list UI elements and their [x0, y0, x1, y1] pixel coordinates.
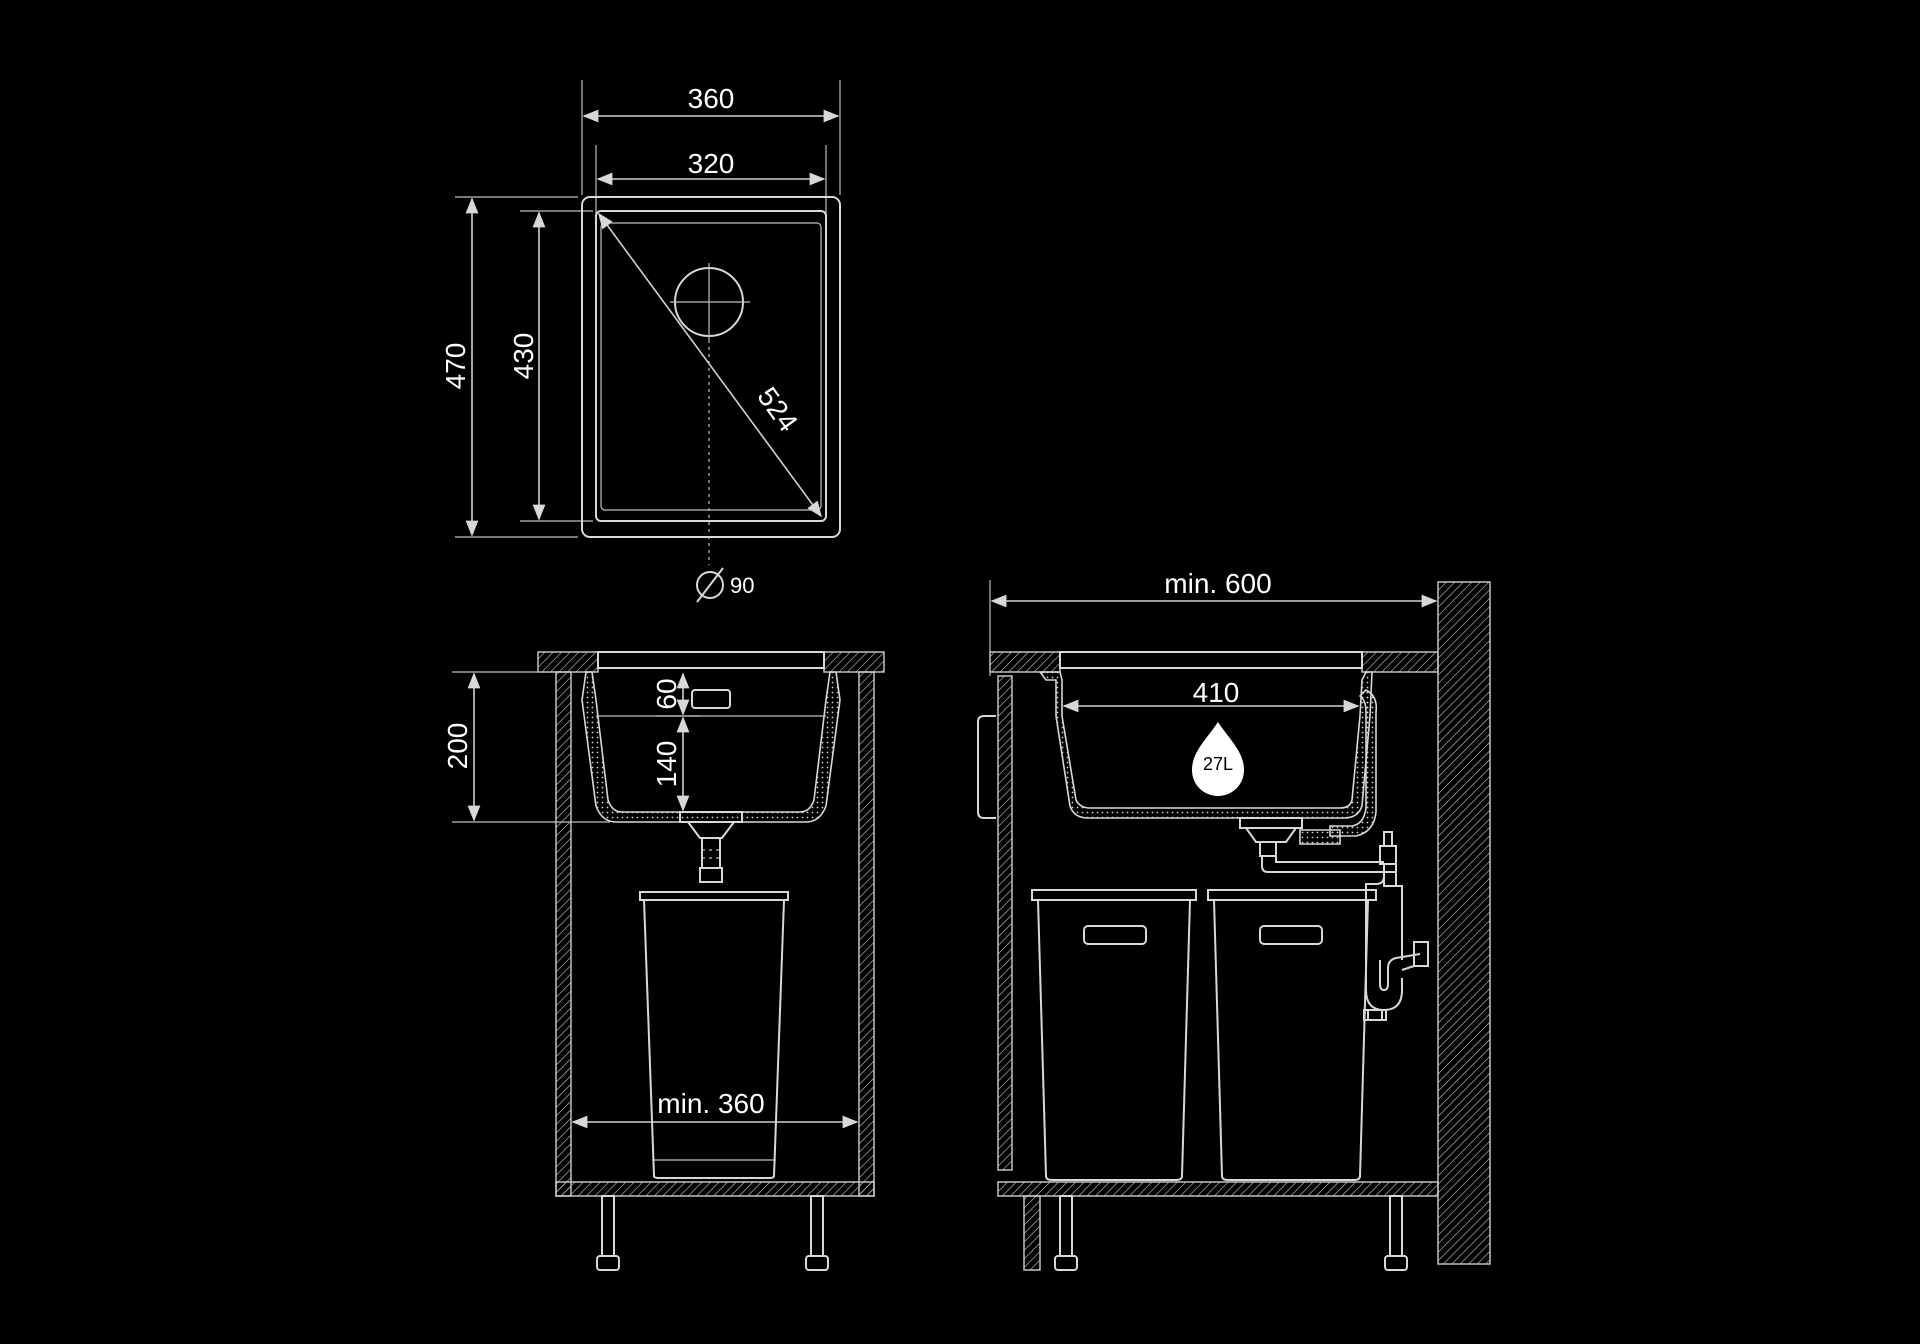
bowl-width-label: 410 — [1193, 677, 1240, 708]
side-cabinet-front-panel — [997, 675, 1013, 1171]
front-sink-bowl — [581, 671, 841, 823]
diagonal-label: 524 — [751, 381, 804, 437]
side-sink-bowl — [1038, 671, 1373, 819]
depth-430-label: 430 — [508, 333, 539, 380]
side-cabinet-bottom — [997, 1181, 1439, 1197]
front-cabinet-left-wall — [555, 671, 572, 1197]
drain-diameter-label: 90 — [730, 573, 754, 598]
front-countertop-left — [537, 651, 599, 673]
side-min-width-label: min. 600 — [1164, 568, 1271, 599]
top-view: 360 320 470 430 524 90 — [440, 80, 841, 603]
overflow-slot — [691, 689, 731, 709]
side-wall — [1437, 581, 1491, 1265]
front-cabinet-legs — [596, 1195, 829, 1271]
front-min-width-label: min. 360 — [657, 1088, 764, 1119]
height-200-label: 200 — [442, 723, 473, 770]
door-handle — [977, 715, 996, 819]
front-section: 200 60 140 min. 360 — [442, 651, 885, 1271]
side-waste-bin-right — [1207, 889, 1377, 1181]
depth-470-label: 470 — [440, 343, 471, 390]
side-drain-trap — [1239, 817, 1429, 1021]
height-60-label: 60 — [651, 678, 682, 709]
sink-outer-rim — [581, 196, 841, 538]
water-drop-icon — [1192, 722, 1244, 796]
front-cabinet-bottom — [555, 1181, 875, 1197]
side-cabinet-legs — [1054, 1195, 1408, 1271]
front-countertop-right — [823, 651, 885, 673]
diameter-icon — [696, 567, 724, 603]
front-drain-pipe — [679, 811, 743, 883]
front-cabinet-right-wall — [858, 671, 875, 1197]
width-320-label: 320 — [688, 148, 735, 179]
height-140-label: 140 — [651, 741, 682, 788]
side-countertop-right — [1361, 651, 1439, 673]
volume-label: 27L — [1203, 754, 1233, 774]
side-section: min. 600 410 27L — [977, 568, 1491, 1271]
side-countertop-left — [989, 651, 1061, 673]
width-360-label: 360 — [688, 83, 735, 114]
diagonal-dim-line — [598, 212, 822, 518]
front-waste-bin — [639, 891, 789, 1179]
side-waste-bin-left — [1031, 889, 1197, 1181]
sink-inner-rim — [595, 210, 827, 522]
overflow-tube — [1329, 689, 1378, 837]
